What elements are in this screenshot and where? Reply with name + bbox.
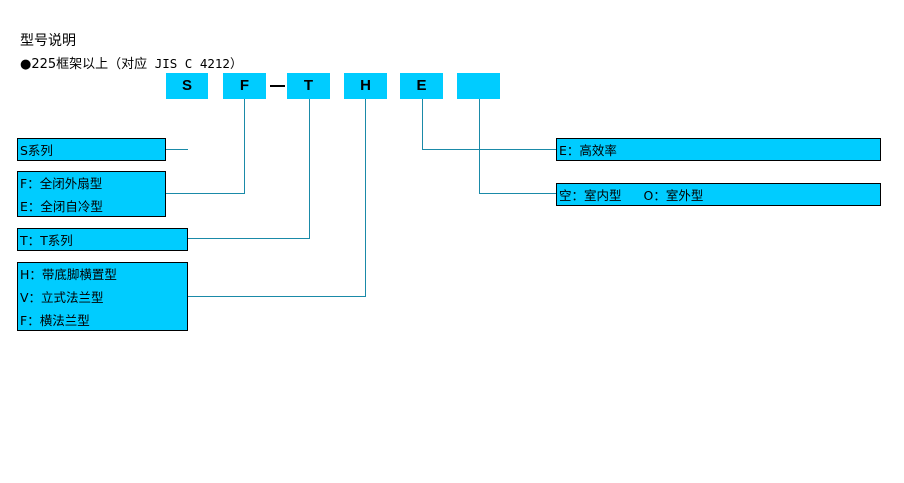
legend-enclosure: F：全闭外扇型 E：全闭自冷型 <box>17 171 166 217</box>
connector-type <box>188 99 310 239</box>
legend-series: S系列 <box>17 138 166 161</box>
legend-mounting-item: V：立式法兰型 <box>20 290 104 305</box>
legend-efficiency: E：高效率 <box>556 138 881 161</box>
legend-enclosure-item: F：全闭外扇型 <box>20 176 103 191</box>
page-title: 型号说明 <box>20 33 76 49</box>
code-box-mounting: H <box>344 73 387 99</box>
code-dash <box>270 85 285 87</box>
connector-location <box>479 99 556 194</box>
legend-type: T：T系列 <box>17 228 188 251</box>
legend-location-indoor: 空：室内型 <box>559 188 622 203</box>
legend-location-outdoor: O：室外型 <box>643 188 704 203</box>
subtitle-standard: JIS C 4212） <box>147 56 243 71</box>
legend-location: 空：室内型 O：室外型 <box>556 183 881 206</box>
legend-mounting: H：带底脚横置型 V：立式法兰型 F：横法兰型 <box>17 262 188 331</box>
legend-mounting-item: H：带底脚横置型 <box>20 267 117 282</box>
code-box-location <box>457 73 500 99</box>
subtitle: ●225框架以上（对应 JIS C 4212） <box>20 55 242 74</box>
code-box-type: T <box>287 73 330 99</box>
legend-mounting-item: F：横法兰型 <box>20 313 90 328</box>
legend-location-line: 空：室内型 O：室外型 <box>559 184 880 207</box>
bullet-icon: ● <box>20 57 32 72</box>
legend-enclosure-item: E：全闭自冷型 <box>20 199 103 214</box>
legend-efficiency-item: E：高效率 <box>559 143 617 158</box>
legend-series-item: S系列 <box>20 143 53 158</box>
code-box-efficiency: E <box>400 73 443 99</box>
connector-enclosure <box>166 99 245 194</box>
connector-efficiency <box>422 99 556 150</box>
subtitle-prefix: 225框架以上（对应 <box>31 57 148 72</box>
code-box-series: S <box>166 73 208 99</box>
legend-type-item: T：T系列 <box>20 233 73 248</box>
code-box-enclosure: F <box>223 73 266 99</box>
connector-mounting <box>188 99 366 297</box>
